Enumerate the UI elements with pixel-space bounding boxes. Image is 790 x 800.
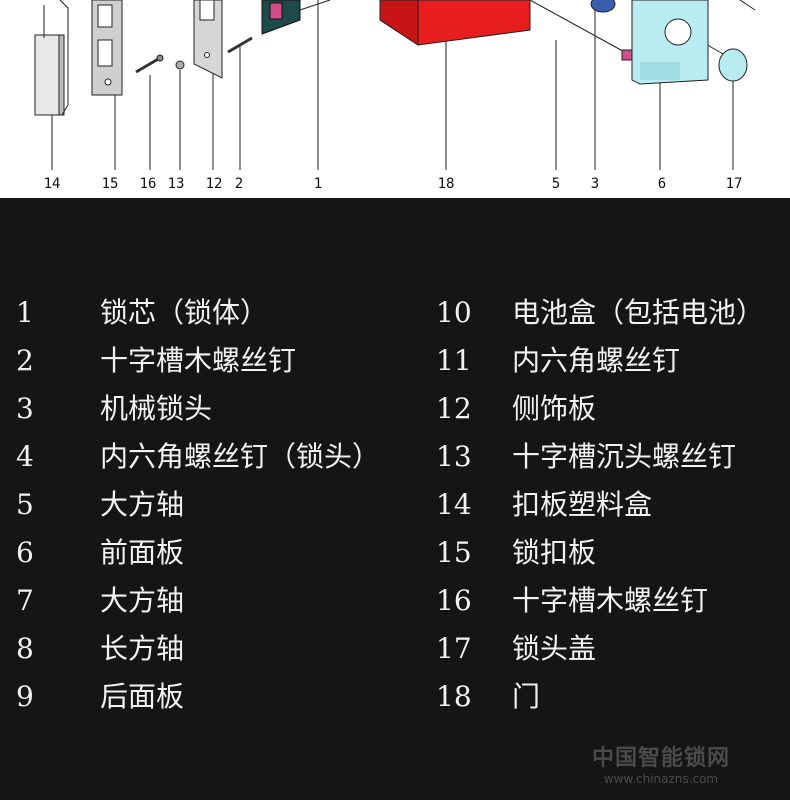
strike-plate [91,0,123,96]
callout-17: 17 [725,176,743,192]
legend-label: 内六角螺丝钉（锁头） [100,440,381,473]
wood-screw-16 [135,54,164,74]
legend-number: 11 [436,344,472,377]
legend-number: 7 [16,584,34,617]
parts-legend: 1 锁芯（锁体） 2 十字槽木螺丝钉 3 机械锁头 4 内六角螺丝钉（锁头） 5 大方轴 6 前面板 7… [0,296,790,726]
callout-6: 6 [657,176,667,192]
legend-label: 门 [512,680,541,713]
callout-3: 3 [590,176,600,192]
legend-label: 侧饰板 [512,392,597,425]
mechanical-cylinder [590,0,616,13]
legend-number: 9 [16,680,34,713]
side-trim-plate [193,0,223,79]
front-panel [631,0,709,85]
legend-number: 6 [16,536,34,569]
legend-number: 13 [436,440,472,473]
legend-number: 4 [16,440,34,473]
legend-label: 内六角螺丝钉 [512,344,681,377]
watermark-title: 中国智能锁网 [591,746,730,771]
legend-number: 16 [436,584,472,617]
callout-2: 2 [234,176,244,192]
door-panel [379,0,531,46]
countersunk-screw-13 [175,60,185,70]
callout-18: 18 [437,176,455,192]
watermark-url: www.chinazns.com [603,772,719,786]
legend-label: 十字槽沉头螺丝钉 [512,440,737,473]
wood-screw-2 [227,36,253,54]
callout-13: 13 [167,176,185,192]
strike-plastic-box [34,0,69,116]
legend-label: 十字槽木螺丝钉 [512,584,709,617]
callout-16: 16 [139,176,157,192]
callout-14: 14 [43,176,61,192]
legend-label: 长方轴 [100,632,185,665]
exploded-lock-diagram: 14 15 16 13 12 2 1 18 5 3 6 17 [0,0,790,198]
legend-number: 10 [436,296,472,329]
legend-number: 15 [436,536,472,569]
legend-label: 锁芯（锁体） [100,296,269,329]
legend-label: 大方轴 [100,584,185,617]
site-watermark: 中国智能锁网 www.chinazns.com [592,740,730,786]
legend-number: 1 [16,296,34,329]
lock-body [261,0,301,35]
legend-number: 2 [16,344,34,377]
legend-number: 17 [436,632,472,665]
legend-label: 电池盒（包括电池） [512,296,765,329]
legend-label: 后面板 [100,680,185,713]
legend-label: 扣板塑料盒 [512,488,653,521]
legend-number: 14 [436,488,472,521]
legend-label: 机械锁头 [100,392,213,425]
legend-label: 锁头盖 [512,632,597,665]
legend-label: 大方轴 [100,488,185,521]
cylinder-cover [718,48,748,82]
diagram-drawing [34,0,756,170]
callout-5: 5 [551,176,561,192]
legend-number: 3 [16,392,34,425]
legend-label: 锁扣板 [512,536,597,569]
legend-label: 十字槽木螺丝钉 [100,344,297,377]
legend-number: 12 [436,392,472,425]
callout-15: 15 [101,176,119,192]
legend-number: 18 [436,680,472,713]
legend-number: 5 [16,488,34,521]
callout-12: 12 [205,176,223,192]
legend-label: 前面板 [100,536,185,569]
callout-1: 1 [313,176,323,192]
legend-number: 8 [16,632,34,665]
